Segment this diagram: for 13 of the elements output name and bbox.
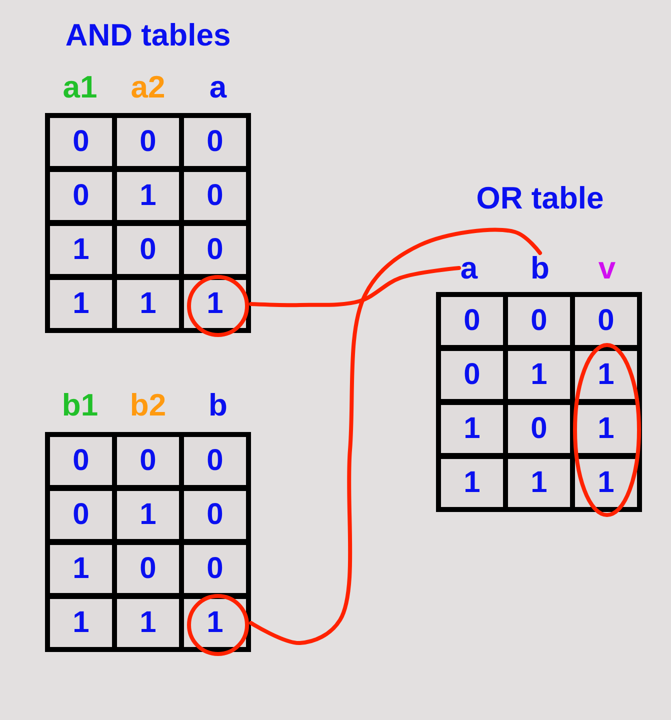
table-title: OR table bbox=[476, 182, 604, 214]
table-title: AND tables bbox=[65, 20, 231, 50]
column-header: b2 bbox=[130, 390, 166, 420]
column-header: b bbox=[530, 252, 550, 284]
connector-line bbox=[249, 266, 461, 308]
column-header: a bbox=[209, 72, 227, 102]
column-header: a2 bbox=[130, 72, 166, 102]
column-header: a bbox=[460, 252, 478, 284]
column-header: b1 bbox=[62, 390, 98, 420]
column-header: v bbox=[598, 252, 616, 284]
connector-line bbox=[249, 228, 542, 645]
column-header: a1 bbox=[62, 72, 98, 102]
column-header: b bbox=[208, 390, 228, 420]
